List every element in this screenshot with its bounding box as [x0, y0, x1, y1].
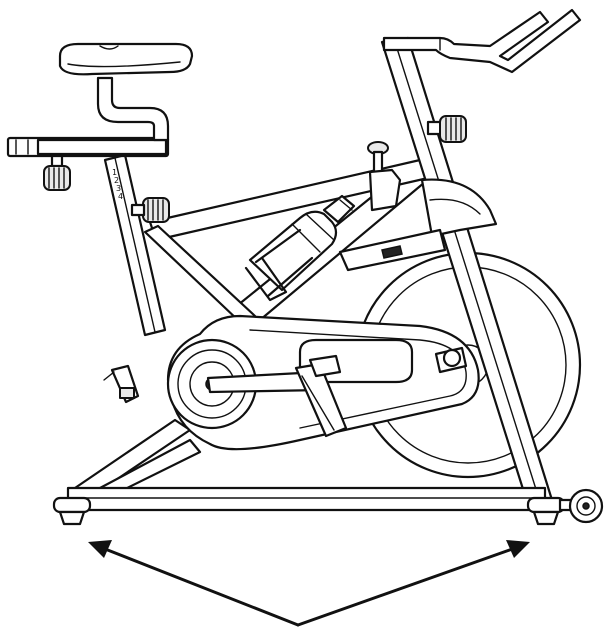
transport-wheel-icon — [558, 488, 604, 524]
arrow-to-front-foot — [296, 545, 520, 627]
front-foot — [526, 496, 566, 526]
seat-mark-1: 1 — [112, 168, 117, 177]
pointer-arrows — [88, 540, 530, 627]
resistance-knob-icon — [367, 141, 402, 212]
arrow-head-front-icon — [506, 540, 530, 558]
saddle-stem — [96, 76, 170, 142]
flywheel-shroud — [420, 178, 498, 238]
seat-mark-4: 4 — [118, 192, 123, 201]
seat-slider-knob-icon — [43, 154, 71, 191]
saddle — [58, 42, 194, 76]
front-bracket — [338, 228, 447, 272]
seat-mark-3: 3 — [116, 184, 121, 193]
handlebar-knob-icon — [426, 115, 467, 143]
bottle-cage — [244, 228, 314, 302]
seat-mark-2: 2 — [114, 176, 119, 185]
handlebar — [382, 8, 582, 74]
arrow-to-rear-foot — [98, 545, 300, 627]
quick-release-lever-icon — [103, 364, 140, 404]
seat-post: 1 2 3 4 — [103, 153, 167, 337]
arrow-head-rear-icon — [88, 540, 112, 558]
tension-arm — [434, 346, 468, 374]
seat-post-knob-icon — [130, 197, 170, 223]
pedal — [294, 354, 348, 438]
rear-foot — [52, 496, 92, 526]
seat-slider — [6, 136, 170, 158]
